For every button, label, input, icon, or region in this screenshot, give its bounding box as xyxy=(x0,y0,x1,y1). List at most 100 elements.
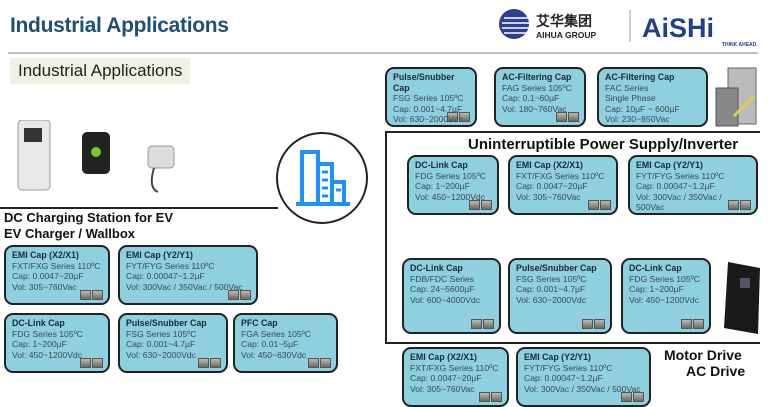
card-title: EMI Cap (X2/X1) xyxy=(12,250,79,260)
card-spec: Cap: 24~5600µF xyxy=(410,284,475,294)
header-divider xyxy=(8,52,758,54)
card-title: AC-Filtering Cap xyxy=(502,72,572,82)
card-title: EMI Cap (X2/X1) xyxy=(516,160,583,170)
card-title: EMI Cap (Y2/Y1) xyxy=(636,160,703,170)
card-spec: FDB/FDC Series xyxy=(410,273,474,284)
card-title: PFC Cap xyxy=(241,318,278,328)
company-logo: 艾华集团 AIHUA GROUP AiSHi THINK AHEAD. xyxy=(496,4,766,48)
card-spec: FYT/FYG Series 110ºC xyxy=(524,362,613,373)
capacitor-image xyxy=(588,200,611,210)
card-spec: Vol: 450~630Vdc xyxy=(241,349,307,360)
card-spec: Vol: 305~760Vac xyxy=(410,383,475,394)
card-spec: FAG Series 105ºC xyxy=(502,82,573,93)
card-spec: FXT/FXG Series 110ºC xyxy=(410,362,499,373)
logo-tagline: THINK AHEAD. xyxy=(722,42,758,48)
capacitor-image xyxy=(728,200,751,210)
capacitor-image xyxy=(471,319,494,329)
card-spec: FDG Series 105ºC xyxy=(12,328,83,339)
card-spec: Vol: 450~1200Vdc xyxy=(629,294,700,305)
logo-group-text: AIHUA GROUP xyxy=(536,30,596,40)
card-spec: Cap: 0.001~4.7µF xyxy=(516,284,586,294)
card-spec: Single Phase xyxy=(605,93,656,103)
card-spec: Vol: 630~2000Vdc xyxy=(516,294,587,305)
card-spec: Cap: 0.00047~1.2µF xyxy=(636,181,715,191)
card-spec: Cap: 1~200µF xyxy=(415,181,470,191)
card-title: Pulse/Snubber Cap xyxy=(126,318,207,328)
ev-heading-2: EV Charger / Wallbox xyxy=(4,226,135,241)
capacitor-image xyxy=(479,392,502,402)
capacitor-image xyxy=(582,319,605,329)
card-spec: Cap: 10µF ~ 600µF xyxy=(605,103,680,114)
card-spec: Cap: 0.00047~1.2µF xyxy=(524,373,603,383)
ev-heading-1: DC Charging Station for EV xyxy=(4,210,173,225)
capacitor-image xyxy=(80,290,103,300)
card-spec: Vol: 450~1200Vdc xyxy=(12,349,83,360)
card-title: Pulse/Snubber Cap xyxy=(516,263,597,273)
card-spec: Vol: 230~850Vac xyxy=(605,114,670,124)
card-spec: Cap: 0.001~4.7µF xyxy=(126,339,196,349)
capacitor-image xyxy=(198,358,221,368)
card-spec: Cap: 0.001~4.7µF xyxy=(393,103,463,114)
card-spec: FDG Series 105ºC xyxy=(629,273,700,284)
capacitor-image xyxy=(621,392,644,402)
card-title: DC-Link Cap xyxy=(629,263,682,273)
capacitor-image xyxy=(228,290,251,300)
ac-drive-image xyxy=(718,262,760,339)
card-spec: FSG Series 105ºC xyxy=(516,273,587,284)
ups-heading: Uninterruptible Power Supply/Inverter xyxy=(468,136,739,153)
capacitor-image xyxy=(80,358,103,368)
card-spec: Cap: 0.0047~20µF xyxy=(12,271,84,281)
card-title: EMI Cap (X2/X1) xyxy=(410,352,477,362)
logo-brand-text: AiSHi xyxy=(642,13,714,43)
card-spec: Cap: 0.01~5µF xyxy=(241,339,299,349)
building-icon xyxy=(296,150,350,206)
aihua-logo-icon: 艾华集团 AIHUA GROUP AiSHi THINK AHEAD. xyxy=(499,9,758,48)
card-spec: FYT/FYG Series 110ºC xyxy=(636,170,725,181)
ups-cabinet-image xyxy=(714,66,762,133)
card-spec: Vol: 630~2000Vdc xyxy=(126,349,197,360)
card-title: EMI Cap (Y2/Y1) xyxy=(126,250,193,260)
industry-circle xyxy=(276,132,368,224)
card-spec: FAC Series xyxy=(605,82,649,93)
card-spec: FGA Series 105ºC xyxy=(241,328,312,339)
card-spec: FXT/FXG Series 110ºC xyxy=(516,170,605,181)
card-spec: FYT/FYG Series 110ºC xyxy=(126,260,215,271)
card-spec: Vol: 450~1200Vdc xyxy=(415,191,486,202)
card-spec: FSG Series 105ºC xyxy=(126,328,197,339)
card-title: DC-Link Cap xyxy=(415,160,468,170)
card-spec: Cap: 1~200µF xyxy=(12,339,67,349)
ups-divider xyxy=(385,131,760,133)
motor-divider xyxy=(385,342,760,344)
capacitor-image xyxy=(681,319,704,329)
motor-heading-1: Motor Drive xyxy=(664,347,742,363)
card-spec: Vol: 305~760Vac xyxy=(12,281,77,292)
card-title: DC-Link Cap xyxy=(410,263,463,273)
card-spec: FXT/FXG Series 110ºC xyxy=(12,260,101,271)
right-bracket-line xyxy=(385,131,387,343)
card-title: Pulse/Snubber Cap xyxy=(393,72,455,93)
card-spec: FDG Series 105ºC xyxy=(415,170,486,181)
motor-heading-2: AC Drive xyxy=(686,363,746,379)
card-spec: FSG Series 105ºC xyxy=(393,93,464,103)
capacitor-image xyxy=(469,200,492,210)
card-spec: Cap: 0.00047~1.2µF xyxy=(126,271,205,281)
card-spec: Vol: 180~760Vac xyxy=(502,103,567,114)
card-spec: Vol: 600~4000Vdc xyxy=(410,294,481,305)
card-title: EMI Cap (Y2/Y1) xyxy=(524,352,591,362)
card-spec: 500Vac xyxy=(636,202,665,212)
card-spec: Vol: 300Vac / 350Vac / xyxy=(636,191,722,202)
capacitor-image xyxy=(308,358,331,368)
logo-cn-text: 艾华集团 xyxy=(536,13,592,29)
